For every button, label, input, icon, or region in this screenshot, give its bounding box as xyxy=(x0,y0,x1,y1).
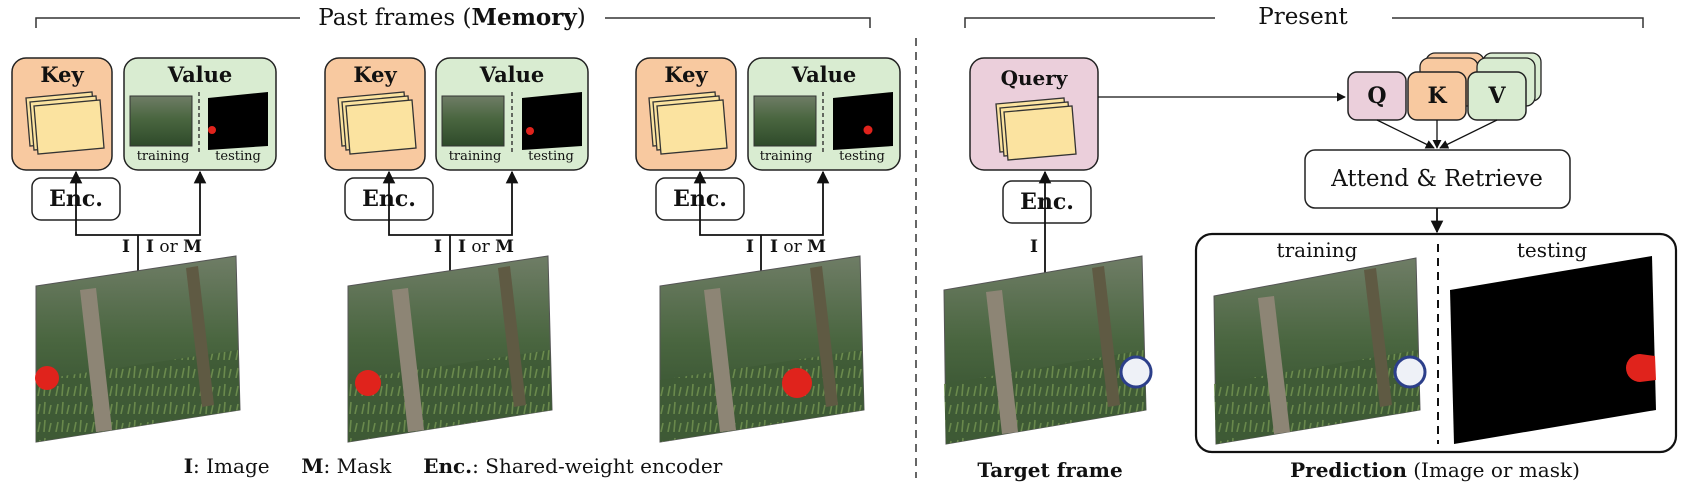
soccer-ball xyxy=(1393,355,1427,389)
prediction-mask-testing xyxy=(1450,256,1656,444)
query-label: Query xyxy=(1000,66,1068,90)
value-label: Value xyxy=(791,62,857,87)
qkv-group xyxy=(1347,52,1542,149)
soccer-ball xyxy=(1119,355,1153,389)
training-label: training xyxy=(759,149,813,164)
attend-retrieve-label: Attend & Retrieve xyxy=(1331,166,1543,192)
memory-block-1 xyxy=(11,57,277,443)
training-label: training xyxy=(136,149,190,164)
key-label: Key xyxy=(353,62,397,87)
prediction-training-label: training xyxy=(1276,238,1358,262)
testing-label: testing xyxy=(528,149,574,164)
key-label: Key xyxy=(664,62,708,87)
k-label: K xyxy=(1427,83,1447,109)
red-ball xyxy=(35,366,59,390)
input-image-or-mask-label: I or M xyxy=(770,237,826,257)
feature-stack-icon xyxy=(337,91,417,155)
present-title: Present xyxy=(1258,4,1348,30)
prediction-testing-label: testing xyxy=(1516,238,1588,262)
red-ball xyxy=(782,368,812,398)
query-branch xyxy=(943,57,1153,445)
past-header-bracket xyxy=(35,17,871,28)
value-label: Value xyxy=(167,62,233,87)
feature-stack-icon xyxy=(25,91,105,155)
input-image-label: I xyxy=(122,237,130,257)
input-image-label: I xyxy=(746,237,754,257)
red-ball xyxy=(355,370,381,396)
input-image-or-mask-label: I or M xyxy=(146,237,202,257)
present-header-bracket xyxy=(964,17,1644,28)
query-input-label: I xyxy=(1030,237,1038,257)
input-image-label: I xyxy=(434,237,442,257)
memory-block-2 xyxy=(324,57,589,443)
testing-label: testing xyxy=(215,149,261,164)
target-frame-label: Target frame xyxy=(977,458,1123,482)
memory-block-3 xyxy=(635,57,901,443)
legend: I: Image M: Mask Enc.: Shared-weight enc… xyxy=(183,454,723,478)
encoder-label: Enc. xyxy=(673,186,727,212)
feature-stack-icon xyxy=(995,97,1077,161)
q-label: Q xyxy=(1367,83,1387,109)
encoder-label: Enc. xyxy=(362,186,416,212)
testing-label: testing xyxy=(839,149,885,164)
input-image-or-mask-label: I or M xyxy=(458,237,514,257)
past-frames-title: Past frames (Memory) xyxy=(318,4,586,31)
v-label: V xyxy=(1488,83,1506,109)
prediction-image-training xyxy=(1213,257,1427,445)
training-label: training xyxy=(448,149,502,164)
encoder-label: Enc. xyxy=(49,186,103,212)
value-label: Value xyxy=(479,62,545,87)
prediction-caption: Prediction (Image or mask) xyxy=(1290,458,1580,482)
key-label: Key xyxy=(40,62,84,87)
query-encoder-label: Enc. xyxy=(1020,189,1074,215)
feature-stack-icon xyxy=(648,91,728,155)
